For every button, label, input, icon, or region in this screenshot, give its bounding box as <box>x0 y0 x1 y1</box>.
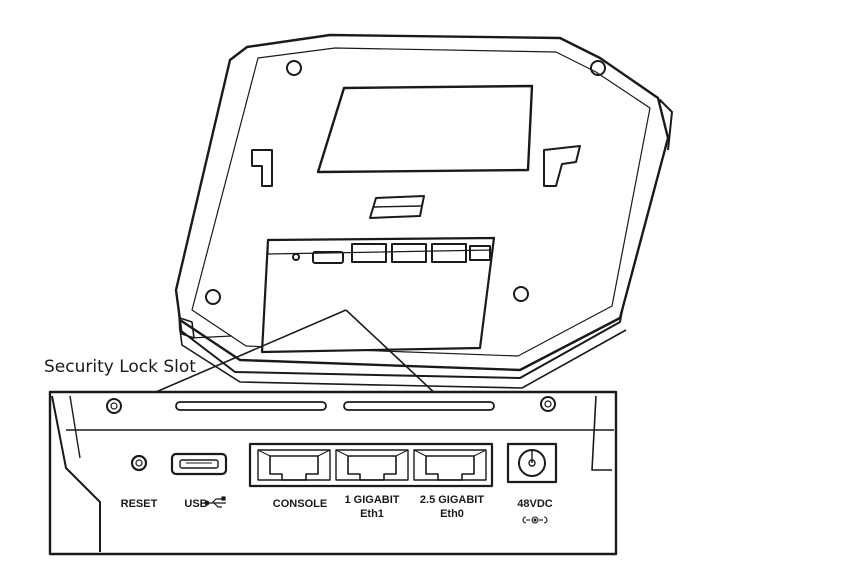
screw-hole <box>513 286 529 302</box>
mount-slot <box>543 145 581 187</box>
label-plate <box>316 84 534 174</box>
zoom-leader-lines <box>141 309 441 399</box>
console-label: CONSOLE <box>273 498 327 510</box>
eth1-name-label: Eth1 <box>360 508 384 520</box>
vent-groove <box>343 401 495 411</box>
eth0-name-label: Eth0 <box>440 508 464 520</box>
device-body <box>174 33 673 389</box>
port-labels: RESET USB CONSOLE 1 GIGABIT Eth1 2.5 GIG… <box>121 494 553 520</box>
reset-button[interactable] <box>130 454 148 472</box>
usb-label: USB <box>184 498 207 510</box>
console-port[interactable] <box>257 449 331 481</box>
screw-hole <box>205 289 221 305</box>
panel-screw <box>106 398 122 414</box>
eth0-speed-label: 2.5 GIGABIT <box>420 494 484 506</box>
dc-polarity-icon <box>522 516 548 524</box>
usb-trident-icon <box>204 496 226 508</box>
eth1-port[interactable] <box>335 449 409 481</box>
eth1-speed-label: 1 GIGABIT <box>344 494 399 506</box>
panel-screw <box>540 396 556 412</box>
power-jack[interactable] <box>506 442 558 484</box>
vent-groove <box>175 401 327 411</box>
eth0-port[interactable] <box>413 449 487 481</box>
rj45-block <box>248 442 494 488</box>
screw-hole <box>590 60 606 76</box>
security-lock-slot-label: Security Lock Slot <box>44 357 196 377</box>
usb-port[interactable] <box>170 452 228 476</box>
power-label: 48VDC <box>517 498 553 510</box>
reset-label: RESET <box>121 498 158 510</box>
screw-hole <box>286 60 302 76</box>
mount-slot <box>251 149 273 187</box>
center-slot <box>369 195 425 219</box>
port-panel <box>48 390 618 556</box>
